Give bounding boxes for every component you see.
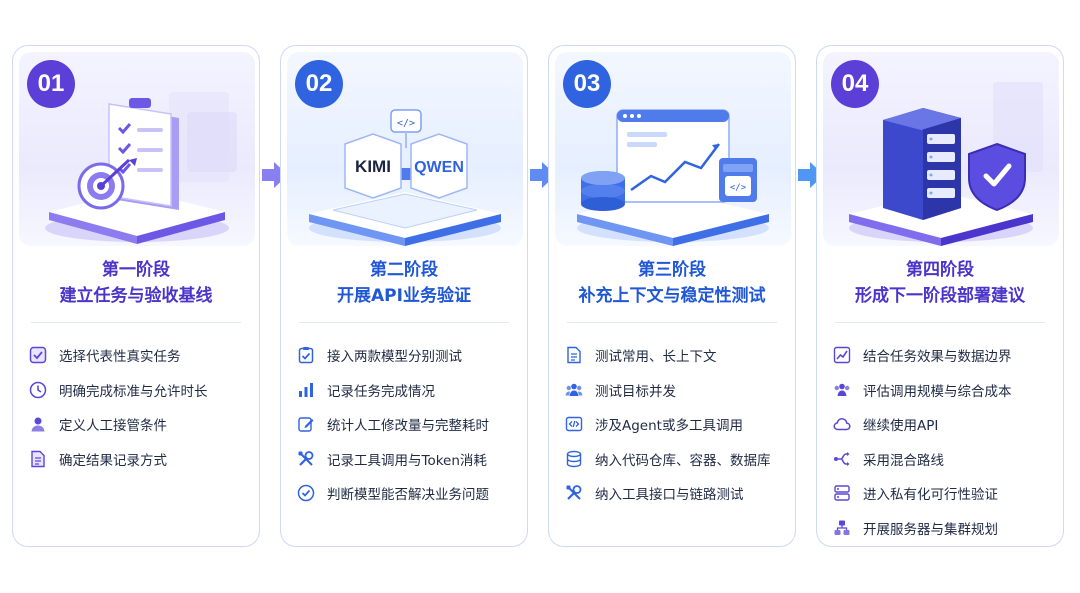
item-text: 定义人工接管条件 bbox=[59, 418, 167, 435]
list-item: 接入两款模型分别测试 bbox=[295, 338, 521, 373]
list-item: 开展服务器与集群规划 bbox=[831, 511, 1057, 546]
next-arrow-icon bbox=[798, 162, 824, 188]
item-text: 接入两款模型分别测试 bbox=[327, 349, 462, 366]
item-text: 评估调用规模与综合成本 bbox=[863, 383, 1012, 400]
item-text: 记录工具调用与Token消耗 bbox=[327, 452, 487, 469]
stage-number: 02 bbox=[295, 60, 343, 108]
next-arrow-icon bbox=[262, 162, 288, 188]
person-icon bbox=[27, 413, 49, 435]
list-item: 记录工具调用与Token消耗 bbox=[295, 442, 521, 477]
list-item: 统计人工修改量与完整耗时 bbox=[295, 407, 521, 442]
stage-card-3: </> 03 第三阶段 补充上下文与稳定性测试 测试常用、长上下文 测试目标并发… bbox=[548, 45, 796, 547]
item-text: 开展服务器与集群规划 bbox=[863, 521, 998, 538]
divider bbox=[567, 322, 777, 323]
list-item: 明确完成标准与允许时长 bbox=[27, 373, 253, 408]
kimi-label: KIMI bbox=[355, 157, 391, 176]
stage-number: 04 bbox=[831, 60, 879, 108]
list-item: 选择代表性真实任务 bbox=[27, 338, 253, 373]
clipboard-check-icon bbox=[295, 344, 317, 366]
list-item: 进入私有化可行性验证 bbox=[831, 476, 1057, 511]
code-tag-label: </> bbox=[397, 118, 415, 129]
stage-card-2: </> KIMI QWEN 02 第二阶段 开展API业务验证 接入两款模型分别… bbox=[280, 45, 528, 547]
item-text: 纳入工具接口与链路测试 bbox=[595, 487, 744, 504]
item-text: 继续使用API bbox=[863, 418, 939, 435]
stage-title: 形成下一阶段部署建议 bbox=[855, 286, 1025, 306]
item-text: 统计人工修改量与完整耗时 bbox=[327, 418, 489, 435]
cluster-icon bbox=[831, 517, 853, 539]
stage-label: 第四阶段 bbox=[906, 260, 974, 280]
line-chart-icon bbox=[831, 344, 853, 366]
stage-title: 补充上下文与稳定性测试 bbox=[578, 286, 766, 306]
list-item: 记录任务完成情况 bbox=[295, 373, 521, 408]
users-icon bbox=[563, 379, 585, 401]
stage-title: 开展API业务验证 bbox=[337, 286, 471, 306]
code-tag-label: </> bbox=[730, 183, 747, 193]
tools-icon bbox=[295, 448, 317, 470]
route-icon bbox=[831, 448, 853, 470]
divider bbox=[31, 322, 241, 323]
list-item: 确定结果记录方式 bbox=[27, 442, 253, 477]
item-text: 选择代表性真实任务 bbox=[59, 349, 181, 366]
list-item: 结合任务效果与数据边界 bbox=[831, 338, 1057, 373]
item-text: 确定结果记录方式 bbox=[59, 452, 167, 469]
stage-label: 第三阶段 bbox=[638, 260, 706, 280]
stage-card-1: 01 第一阶段 建立任务与验收基线 选择代表性真实任务 明确完成标准与允许时长 … bbox=[12, 45, 260, 547]
list-item: 判断模型能否解决业务问题 bbox=[295, 476, 521, 511]
item-text: 结合任务效果与数据边界 bbox=[863, 349, 1012, 366]
stage-card-4: 04 第四阶段 形成下一阶段部署建议 结合任务效果与数据边界 评估调用规模与综合… bbox=[816, 45, 1064, 547]
list-item: 测试目标并发 bbox=[563, 373, 789, 408]
check-circle-icon bbox=[295, 482, 317, 504]
divider bbox=[299, 322, 509, 323]
list-item: 定义人工接管条件 bbox=[27, 407, 253, 442]
document-icon bbox=[27, 448, 49, 470]
list-item: 纳入工具接口与链路测试 bbox=[563, 476, 789, 511]
edit-icon bbox=[295, 413, 317, 435]
code-icon bbox=[563, 413, 585, 435]
item-text: 测试常用、长上下文 bbox=[595, 349, 717, 366]
list-item: 纳入代码仓库、容器、数据库 bbox=[563, 442, 789, 477]
stage-title: 建立任务与验收基线 bbox=[59, 286, 213, 306]
tools-icon bbox=[563, 482, 585, 504]
list-item: 评估调用规模与综合成本 bbox=[831, 373, 1057, 408]
item-text: 测试目标并发 bbox=[595, 383, 676, 400]
stage-label: 第一阶段 bbox=[102, 260, 170, 280]
item-text: 明确完成标准与允许时长 bbox=[59, 383, 208, 400]
next-arrow-icon bbox=[530, 162, 556, 188]
item-text: 记录任务完成情况 bbox=[327, 383, 435, 400]
file-text-icon bbox=[563, 344, 585, 366]
stage-number: 01 bbox=[27, 60, 75, 108]
clock-icon bbox=[27, 379, 49, 401]
list-item: 涉及Agent或多工具调用 bbox=[563, 407, 789, 442]
item-text: 判断模型能否解决业务问题 bbox=[327, 487, 489, 504]
item-text: 进入私有化可行性验证 bbox=[863, 487, 998, 504]
stage-number: 03 bbox=[563, 60, 611, 108]
users-icon bbox=[831, 379, 853, 401]
server-icon bbox=[831, 482, 853, 504]
divider bbox=[835, 322, 1045, 323]
qwen-label: QWEN bbox=[414, 159, 464, 176]
bar-chart-icon bbox=[295, 379, 317, 401]
list-item: 采用混合路线 bbox=[831, 442, 1057, 477]
task-checklist-illustration bbox=[19, 52, 255, 246]
item-text: 采用混合路线 bbox=[863, 452, 944, 469]
list-item: 测试常用、长上下文 bbox=[563, 338, 789, 373]
database-icon bbox=[563, 448, 585, 470]
cloud-icon bbox=[831, 413, 853, 435]
item-text: 涉及Agent或多工具调用 bbox=[595, 418, 743, 435]
item-text: 纳入代码仓库、容器、数据库 bbox=[595, 452, 771, 469]
list-item: 继续使用API bbox=[831, 407, 1057, 442]
stage-label: 第二阶段 bbox=[370, 260, 438, 280]
checkbox-icon bbox=[27, 344, 49, 366]
